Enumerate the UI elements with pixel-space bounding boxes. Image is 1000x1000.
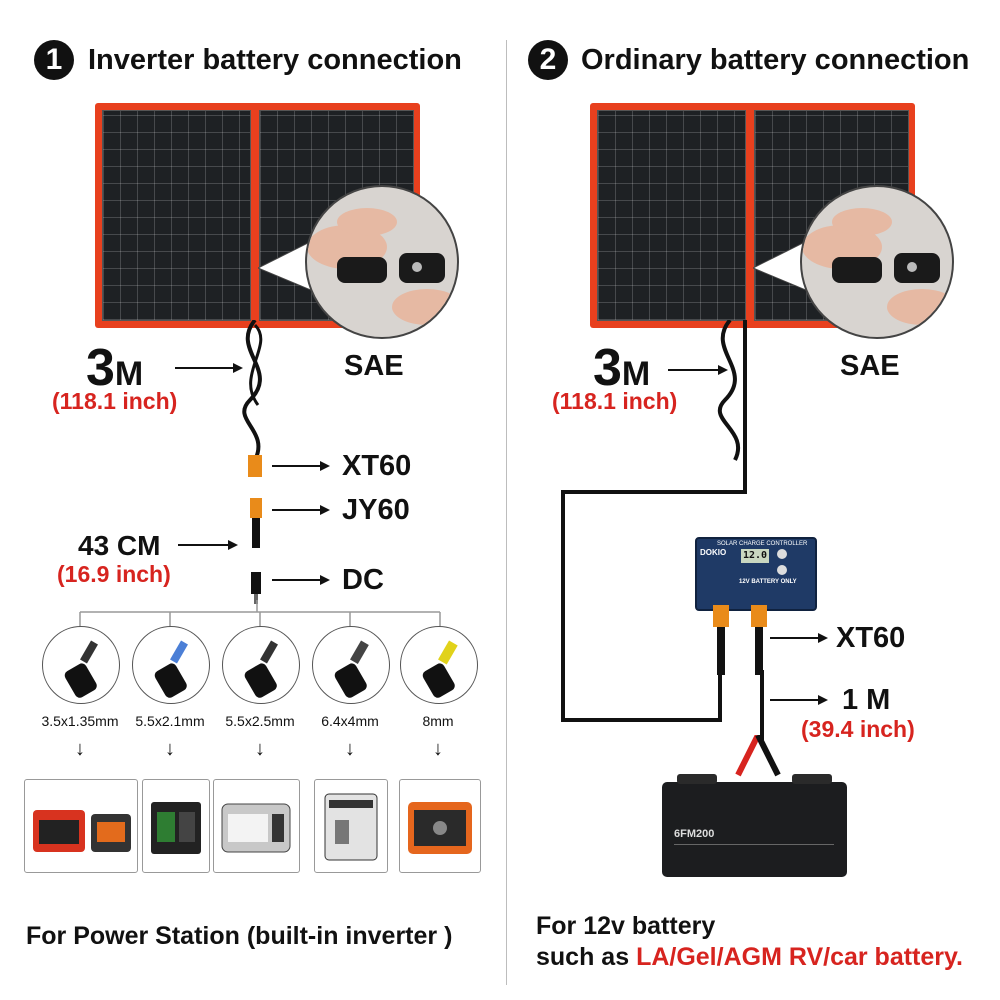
down-arrow-icon: ↓	[165, 738, 175, 760]
left-xt60-label: XT60	[342, 450, 412, 482]
battery-terminal	[677, 774, 717, 784]
short-cable-arrow	[178, 540, 238, 550]
power-station-3-image	[213, 779, 300, 873]
right-footer-line2: such as LA/Gel/AGM RV/car battery.	[536, 943, 964, 971]
tip-5-icon	[400, 626, 478, 704]
controller-brand: DOKIO	[700, 548, 727, 557]
right-zoom-pointer	[753, 238, 813, 294]
tip-5-label: 8mm	[422, 713, 454, 729]
battery-types: LA/Gel/AGM RV/car battery.	[636, 943, 964, 971]
right-footer-line1: For 12v battery	[536, 912, 716, 940]
controller-note: 12V BATTERY ONLY	[739, 579, 797, 585]
left-panel-half-a	[102, 110, 251, 321]
battery-stripe	[674, 844, 834, 845]
sae-plug-illustration	[802, 208, 952, 325]
down-arrow-icon: ↓	[433, 738, 443, 760]
left-sae-label: SAE	[344, 350, 404, 382]
left-zoom-pointer	[258, 238, 318, 294]
right-xt60-label: XT60	[836, 622, 906, 654]
xt60-arrow	[272, 461, 330, 471]
right-panel-half-a	[597, 110, 746, 321]
left-cable-illustration	[242, 320, 263, 604]
left-cable-length: 3M	[86, 339, 144, 397]
left-footer: For Power Station (built-in inverter )	[26, 922, 453, 950]
left-section-title: Inverter battery connection	[88, 44, 462, 76]
battery-label: 6FM200	[674, 828, 715, 840]
left-jy60-label: JY60	[342, 494, 410, 526]
right-section-title: Ordinary battery connection	[581, 44, 970, 76]
tip-4-label: 6.4x4mm	[321, 713, 379, 729]
power-station-1-image	[24, 779, 138, 873]
right-xt60-arrow	[770, 633, 828, 643]
tip-1-label: 3.5x1.35mm	[41, 713, 119, 729]
left-cable-inch: (118.1 inch)	[52, 388, 178, 414]
down-arrow-icon: ↓	[255, 738, 265, 760]
step-1-badge: 1	[34, 40, 74, 80]
section-divider	[506, 40, 507, 985]
battery-clamps	[735, 735, 781, 777]
power-station-2-image	[142, 779, 210, 873]
tip-4-icon	[312, 626, 390, 704]
down-arrow-icon: ↓	[345, 738, 355, 760]
right-cable-length: 3M	[593, 339, 651, 397]
car-battery: 6FM200	[662, 774, 847, 877]
tip-1-icon	[42, 626, 120, 704]
controller-xt60-plugs	[713, 605, 767, 675]
right-sae-connector-zoom	[800, 185, 954, 339]
controller-button	[777, 565, 787, 575]
controller-button	[777, 549, 787, 559]
controller-title: SOLAR CHARGE CONTROLLER	[717, 541, 808, 547]
left-dc-label: DC	[342, 564, 384, 596]
right-sae-label: SAE	[840, 350, 900, 382]
solar-charge-controller: SOLAR CHARGE CONTROLLER DOKIO 12.0 12V B…	[695, 537, 817, 611]
sae-plug-illustration	[307, 208, 457, 325]
battery-cable	[760, 670, 764, 740]
right-cable-inch: (118.1 inch)	[552, 388, 678, 414]
left-cable-arrow	[175, 363, 243, 373]
battery-terminal	[792, 774, 832, 784]
dc-arrow	[272, 575, 330, 585]
battery-cable-arrow	[770, 695, 828, 705]
power-station-5-image	[399, 779, 481, 873]
tip-3-icon	[222, 626, 300, 704]
left-short-inch: (16.9 inch)	[57, 561, 171, 587]
down-arrow-icon: ↓	[75, 738, 85, 760]
battery-cable-inch: (39.4 inch)	[801, 716, 915, 742]
left-short-length: 43 CM	[78, 530, 161, 561]
tip-2-label: 5.5x2.1mm	[135, 713, 205, 729]
tip-3-label: 5.5x2.5mm	[225, 713, 295, 729]
left-sae-connector-zoom	[305, 185, 459, 339]
tip-2-icon	[132, 626, 210, 704]
power-station-4-image	[314, 779, 388, 873]
right-cable-arrow	[668, 365, 728, 375]
tip-tree-lines	[79, 600, 441, 628]
jy60-arrow	[272, 505, 330, 515]
right-cable-illustration	[561, 320, 747, 722]
step-2-badge: 2	[528, 40, 568, 80]
battery-cable-length: 1 M	[842, 684, 891, 716]
controller-display: 12.0	[741, 549, 769, 563]
